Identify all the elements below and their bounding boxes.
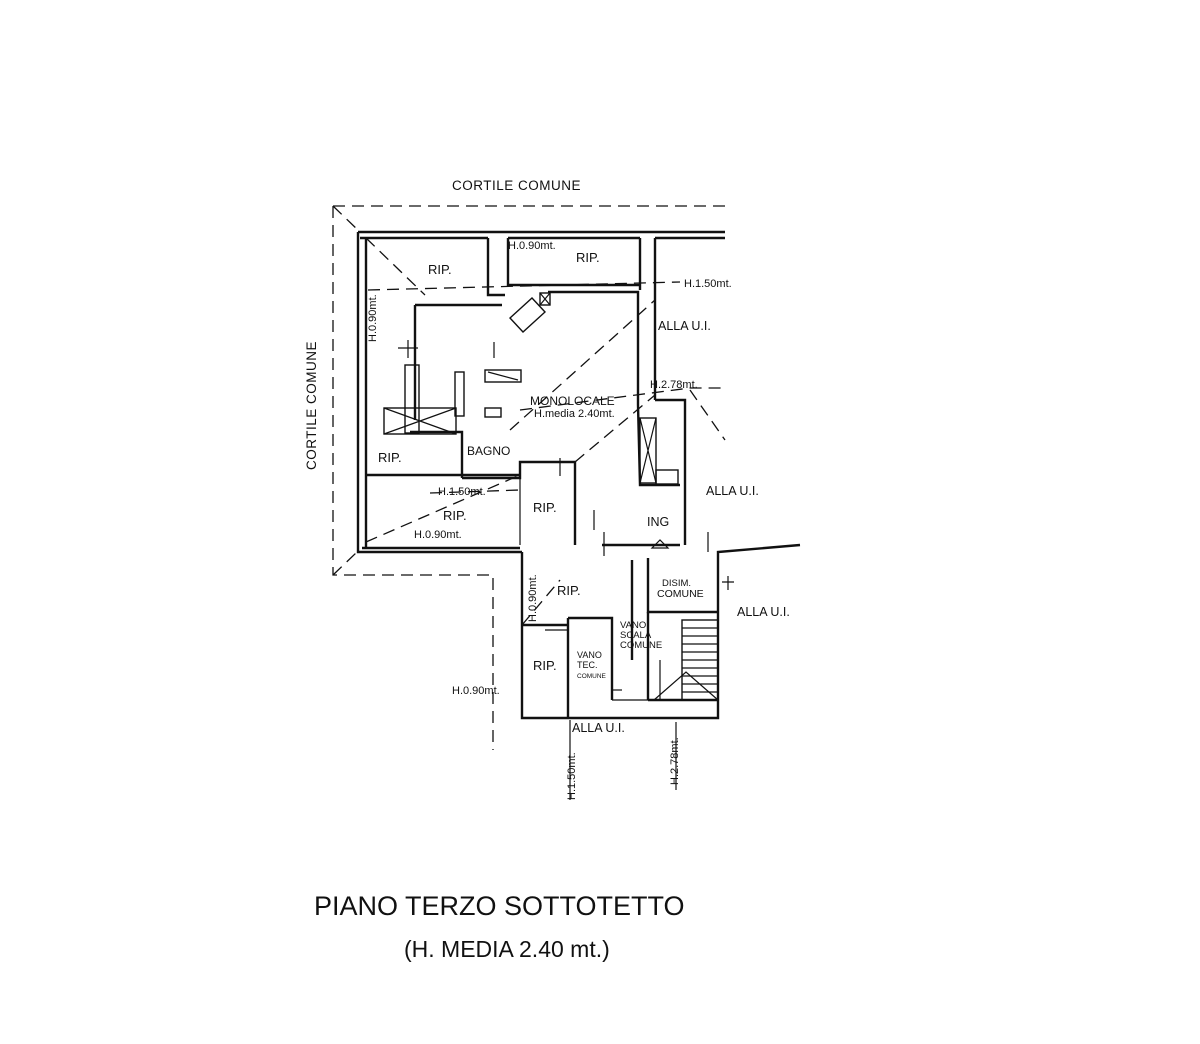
room-labels: CORTILE COMUNE CORTILE COMUNE RIP. H.0.9…: [304, 178, 790, 800]
label-cortile-left: CORTILE COMUNE: [304, 341, 319, 470]
label-rip-lower-left: RIP.: [443, 508, 467, 523]
outer-walls: [356, 230, 801, 720]
label-alla-ui-2: ALLA U.I.: [706, 484, 759, 498]
label-h090-left: H.0.90mt.: [367, 294, 379, 342]
label-h150-bottom: H.1.50mt.: [566, 752, 578, 800]
label-h278-mid: H.2.78mt.: [650, 379, 698, 391]
label-vano-scala-2: SCALA: [620, 630, 652, 641]
label-rip-left: RIP.: [378, 450, 402, 465]
label-rip-lower-small: RIP.: [533, 658, 557, 673]
label-alla-ui-1: ALLA U.I.: [658, 319, 711, 333]
label-h090-top: H.0.90mt.: [508, 240, 556, 252]
label-cortile-top: CORTILE COMUNE: [452, 178, 581, 193]
label-rip-upper-mid: RIP.: [576, 250, 600, 265]
title-sub: (H. MEDIA 2.40 mt.): [404, 936, 610, 962]
height-boundary-dashes: [365, 237, 726, 626]
label-bagno: BAGNO: [467, 444, 510, 458]
label-vano-scala-1: VANO: [620, 620, 646, 631]
label-vano-tec-3: COMUNE: [577, 673, 607, 680]
label-ing: ING: [647, 515, 669, 529]
label-alla-ui-3: ALLA U.I.: [737, 605, 790, 619]
staircase: [653, 619, 719, 701]
label-h150-top: H.1.50mt.: [684, 278, 732, 290]
label-h-media-room: H.media 2.40mt.: [534, 408, 615, 420]
label-vano-scala-3: COMUNE: [620, 640, 662, 651]
label-h090-bottom: H.0.90mt.: [452, 685, 500, 697]
label-h090-low: H.0.90mt.: [527, 574, 539, 622]
outer-dashed-boundary: [332, 205, 725, 750]
internal-walls: [366, 238, 718, 718]
label-rip-small: RIP.: [533, 500, 557, 515]
label-rip-upper-left: RIP.: [428, 262, 452, 277]
label-vano-tec-1: VANO: [577, 650, 602, 660]
plan-title: PIANO TERZO SOTTOTETTO (H. MEDIA 2.40 mt…: [314, 891, 685, 962]
label-h090-mid: H.0.90mt.: [414, 529, 462, 541]
label-h150-mid: H.1.50mt.: [438, 486, 486, 498]
label-rip-lower-mid: RIP.: [557, 583, 581, 598]
label-alla-ui-4: ALLA U.I.: [572, 721, 625, 735]
label-vano-tec-2: TEC.: [577, 660, 598, 670]
label-monolocale: MONOLOCALE: [530, 394, 615, 408]
crosshair-marks: [398, 340, 734, 800]
label-disim-2: COMUNE: [657, 588, 704, 600]
label-disim-1: DISIM.: [662, 578, 691, 589]
fixtures: [383, 292, 719, 701]
title-main: PIANO TERZO SOTTOTETTO: [314, 891, 685, 921]
label-h278-bottom: H.2.78mt.: [669, 737, 681, 785]
